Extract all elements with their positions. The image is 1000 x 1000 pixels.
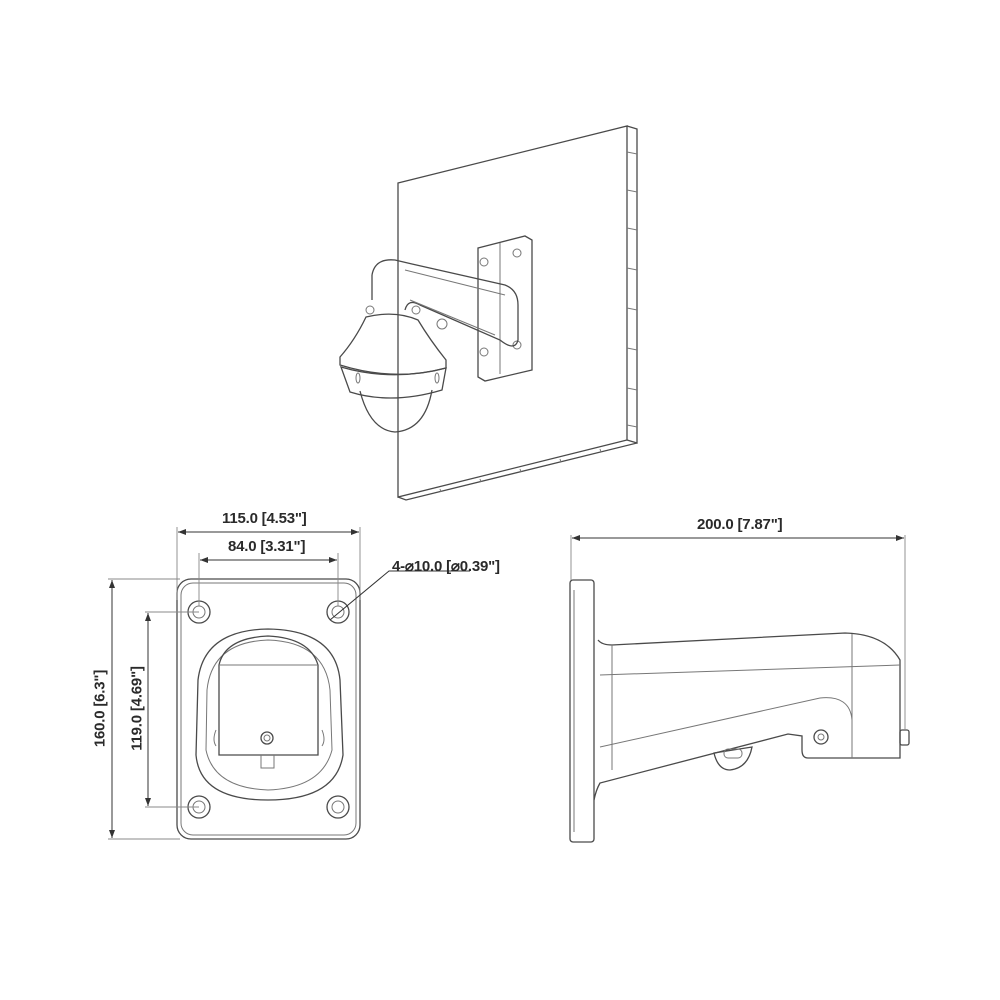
front-raised-boss <box>195 628 344 801</box>
iso-view <box>339 125 638 501</box>
side-set-screw <box>899 729 910 746</box>
dim-bracket-length: 200.0 [7.87"] <box>697 516 783 533</box>
front-plate-outline <box>176 578 361 840</box>
side-wall-plate <box>569 579 595 843</box>
side-bracket-arm <box>593 632 901 801</box>
dim-plate-width: 115.0 [4.53"] <box>222 510 307 527</box>
dim-hole-spacing-y: 119.0 [4.69"] <box>128 666 146 751</box>
dim-hole-spacing-x: 84.0 [3.31"] <box>228 538 306 555</box>
dim-plate-height: 160.0 [6.3"] <box>91 669 109 748</box>
iso-mount-plate <box>477 235 533 382</box>
side-view <box>569 579 910 843</box>
side-cable-clip <box>713 746 753 771</box>
iso-camera-housing <box>339 313 447 375</box>
iso-bracket-arm <box>371 259 519 347</box>
dimension-lines <box>108 527 906 840</box>
wall-panel <box>397 125 628 498</box>
dim-holes: 4-⌀10.0 [⌀0.39"] <box>392 558 500 575</box>
iso-dome-lens <box>359 389 433 433</box>
